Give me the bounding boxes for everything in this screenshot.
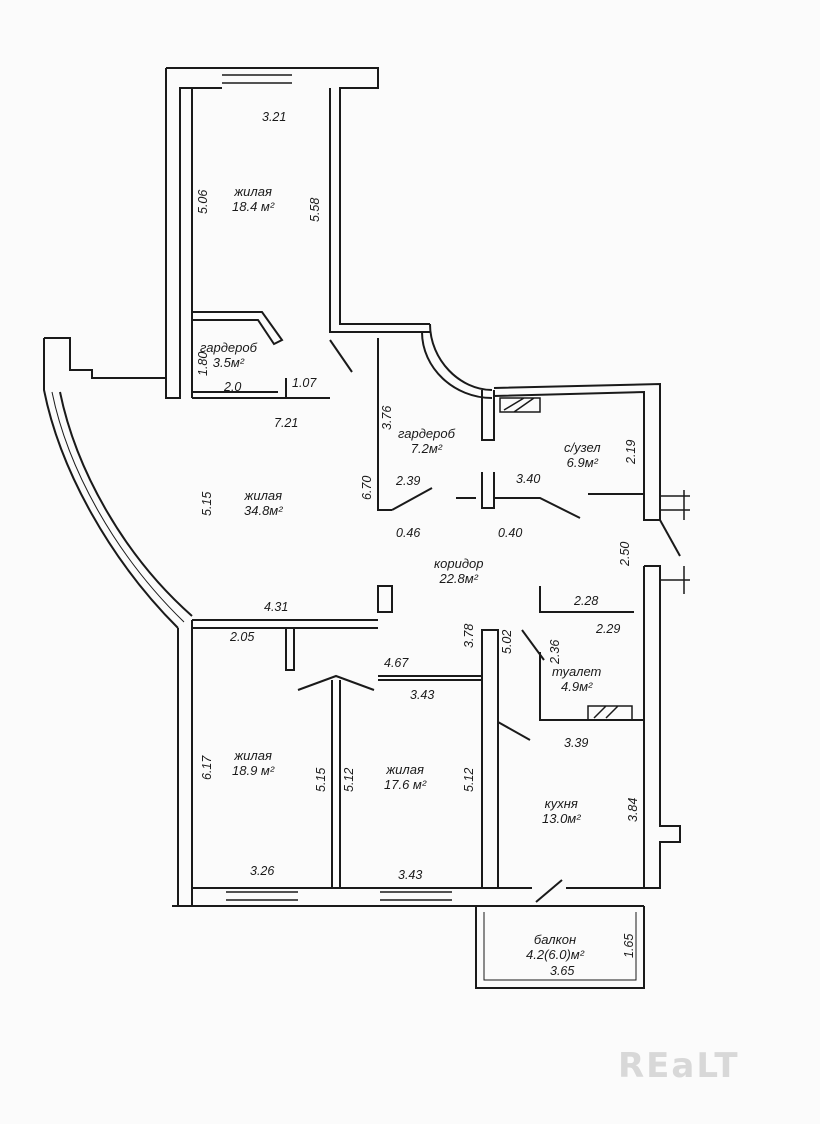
fixture — [499, 397, 541, 413]
wall — [429, 323, 493, 391]
wall — [172, 887, 644, 907]
dim-label: 1.07 — [292, 376, 317, 390]
dim-label: 5.58 — [308, 197, 322, 222]
window — [51, 391, 185, 623]
dim-label: 2.19 — [624, 439, 638, 464]
dim-label: 3.26 — [250, 864, 275, 878]
wall — [475, 906, 645, 989]
door-swing — [494, 493, 644, 519]
dim-label: 6.17 — [200, 755, 214, 780]
fixture — [587, 705, 633, 721]
wall — [377, 585, 393, 613]
wall — [481, 629, 499, 889]
wall — [192, 378, 330, 399]
wall — [59, 391, 193, 617]
dim-label: 2.36 — [548, 639, 562, 664]
window — [222, 74, 292, 84]
door-swing — [391, 487, 476, 511]
dim-label: 3.21 — [262, 110, 287, 124]
dim-label: 3.39 — [564, 736, 589, 750]
wall — [331, 680, 341, 888]
wall — [44, 337, 167, 398]
wall — [166, 67, 430, 325]
dim-label: 5.15 — [200, 491, 214, 516]
dim-label: 3.76 — [380, 405, 394, 430]
wall — [377, 338, 392, 511]
dim-label: 1.65 — [622, 933, 636, 958]
wall — [192, 619, 378, 629]
wall — [481, 472, 495, 509]
dim-label: 2.28 — [574, 594, 599, 608]
wall — [165, 68, 222, 399]
dim-label: 6.70 — [360, 475, 374, 500]
dim-label: 2.50 — [618, 541, 632, 566]
door-swing — [521, 629, 545, 661]
dim-label: 5.12 — [342, 767, 356, 792]
dim-label: 5.15 — [314, 767, 328, 792]
wall — [285, 628, 295, 671]
window — [226, 891, 452, 901]
dim-label: 0.40 — [498, 526, 523, 540]
wall — [643, 565, 681, 889]
wall — [43, 338, 179, 629]
dim-label: 5.06 — [196, 189, 210, 214]
wall — [192, 311, 284, 346]
wall — [483, 912, 637, 981]
wall — [660, 490, 690, 520]
door-swing — [535, 879, 563, 903]
dim-label: 2.05 — [230, 630, 255, 644]
wall — [177, 620, 193, 907]
door-swing — [329, 339, 353, 373]
dim-label: 5.02 — [500, 629, 514, 654]
dim-label: 3.84 — [626, 797, 640, 822]
dim-label: 4.67 — [384, 656, 409, 670]
wall — [481, 390, 495, 441]
door-swing — [297, 674, 375, 691]
watermark-logo: REaLT — [618, 1046, 740, 1086]
door-swing — [497, 721, 531, 741]
dim-label: 4.31 — [264, 600, 289, 614]
dim-label: 1.80 — [196, 351, 210, 376]
wall — [660, 566, 690, 594]
dim-label: 7.21 — [274, 416, 299, 430]
dim-label: 3.65 — [550, 964, 575, 978]
dim-label: 0.46 — [396, 526, 421, 540]
dim-label: 3.78 — [462, 623, 476, 648]
dim-label: 3.40 — [516, 472, 541, 486]
door-swing — [659, 519, 681, 557]
dim-label: 5.12 — [462, 767, 476, 792]
dim-label: 2.29 — [596, 622, 621, 636]
dim-label: 2.0 — [224, 380, 242, 394]
wall — [329, 88, 430, 333]
wall — [493, 382, 661, 521]
dim-label: 3.43 — [410, 688, 435, 702]
dim-label: 3.43 — [398, 868, 423, 882]
wall — [421, 331, 493, 399]
wall — [378, 675, 483, 681]
dim-label: 2.39 — [396, 474, 421, 488]
